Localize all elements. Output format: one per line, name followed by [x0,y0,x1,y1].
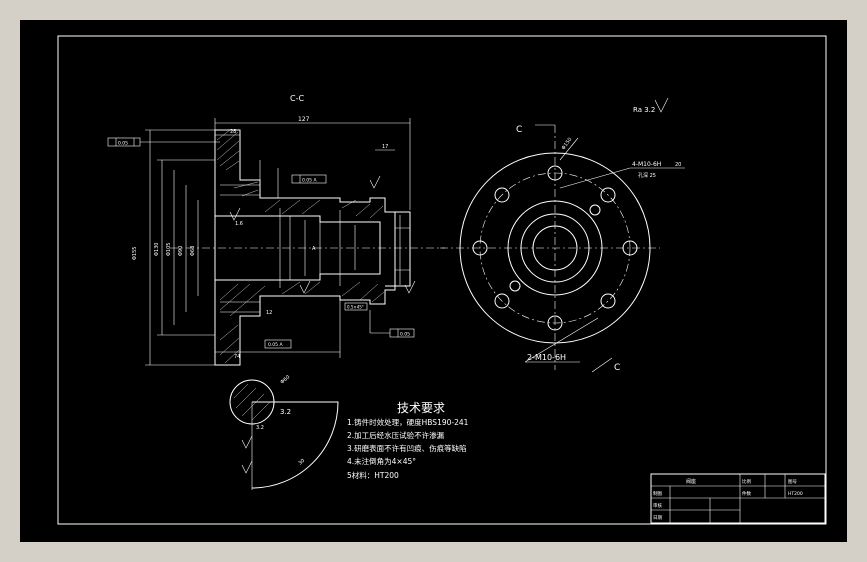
svg-text:制图: 制图 [653,490,662,497]
svg-text:74: 74 [234,354,240,360]
svg-text:日期: 日期 [653,515,662,521]
roughness-marks: 1.6 12 [229,175,416,316]
svg-text:Ra 3.2: Ra 3.2 [633,106,655,114]
inner-dims: A [289,215,401,285]
cut-line: C C [516,124,620,373]
svg-text:12: 12 [266,310,272,316]
tech-title: 技术要求 [397,401,445,415]
svg-text:4-M10-6H: 4-M10-6H [632,161,661,168]
cut-letter-bottom: C [614,363,620,373]
cad-viewport[interactable]: C-C Ra 3.2 [20,20,847,542]
spigot [385,211,411,287]
svg-text:比例: 比例 [742,478,751,485]
part-name: 阀座 [686,478,696,485]
svg-text:Φ105: Φ105 [166,243,172,256]
svg-text:28: 28 [230,129,236,135]
detail-arc [251,401,339,489]
svg-text:0.05: 0.05 [400,332,410,338]
svg-text:30: 30 [297,458,306,467]
detail-view: 3.2 3.2 Φ60 30 [229,374,339,490]
title-block: 阀座 比例 件数 图号 HT200 制图 审核 日期 [650,473,826,524]
tech-item: 3.研磨表面不许有凹痕、伤痕等缺陷 [347,443,467,453]
svg-text:Φ90: Φ90 [178,246,184,256]
tech-item: 5材料：HT200 [347,470,399,480]
svg-text:3.2: 3.2 [256,425,264,431]
bore-steps [279,208,341,288]
tech-item: 2.加工后经水压试验不许渗漏 [347,430,445,440]
horizontal-dims: 127 28 17 74 [214,116,411,360]
svg-text:127: 127 [298,116,310,123]
surface-roughness-mark: Ra 3.2 [633,97,669,114]
svg-text:Φ68: Φ68 [190,246,196,256]
svg-text:0.05 A: 0.05 A [268,342,283,348]
svg-text:件数: 件数 [742,490,751,497]
tolerance-frames: 0.05 0.05 A 0.05 A 0.05 0.5×45° [107,137,415,349]
tech-requirements: 技术要求 1.铸件时效处理，硬度HBS190-241 2.加工后经水压试验不许渗… [347,401,469,480]
svg-text:审核: 审核 [653,502,662,509]
svg-text:0.05 A: 0.05 A [302,178,317,184]
bore-circle [520,213,590,283]
flange-body [214,129,396,366]
bolt-holes [472,165,638,331]
svg-text:Φ155: Φ155 [132,247,138,260]
outer-flange-circle [459,152,651,344]
svg-text:A: A [312,246,316,252]
section-view: Φ155 Φ130 Φ105 Φ90 Φ68 A 127 28 17 74 [107,116,445,366]
bolt-circle [479,172,631,324]
cut-letter-top: C [516,125,522,135]
svg-text:1.6: 1.6 [235,221,243,227]
svg-text:2-M10-6H: 2-M10-6H [527,353,566,362]
svg-text:Φ150: Φ150 [561,137,574,151]
cad-drawing: C-C Ra 3.2 [57,35,827,525]
svg-text:0.05: 0.05 [118,141,128,147]
svg-text:3.2: 3.2 [280,408,291,416]
hatch-lower [219,281,385,364]
vertical-dims: Φ155 Φ130 Φ105 Φ90 Φ68 [132,129,215,366]
section-label: C-C [290,94,304,103]
svg-text:20: 20 [675,162,681,168]
svg-text:0.5×45°: 0.5×45° [347,305,364,310]
tech-item: 4.未注倒角为4×45° [347,456,416,466]
hub-circle [507,200,603,296]
inner-bore-circle [532,225,578,271]
svg-text:图号: 图号 [788,479,797,485]
svg-text:Φ60: Φ60 [279,374,291,385]
hatch-upper [216,129,384,219]
tech-item: 1.铸件时效处理，硬度HBS190-241 [347,417,469,427]
svg-text:HT200: HT200 [788,491,803,497]
svg-text:Φ130: Φ130 [154,243,160,256]
sheet-border [57,35,827,525]
front-view: C C 4-M10-6H 20 孔深 25 2-M10-6H Φ150 [440,124,685,373]
svg-text:孔深 25: 孔深 25 [638,172,656,179]
svg-text:17: 17 [382,144,388,150]
